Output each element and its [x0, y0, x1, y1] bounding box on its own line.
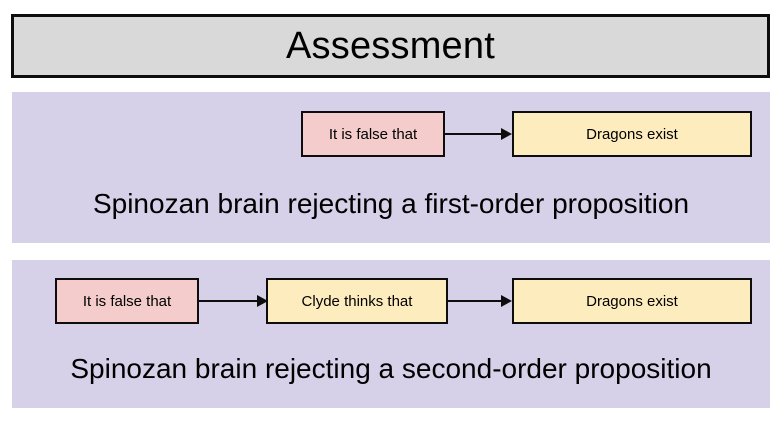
assessment-header-box: Assessment — [11, 14, 770, 78]
arrow-negation-to-belief-second-order — [199, 300, 266, 302]
panel-first-order: It is false that Dragons exist Spinozan … — [12, 92, 770, 243]
node-label: Dragons exist — [586, 125, 678, 143]
flow-first-order: It is false that Dragons exist — [12, 92, 770, 243]
node-label: It is false that — [82, 292, 172, 310]
arrow-belief-to-proposition-second-order — [448, 300, 510, 302]
node-label: Dragons exist — [586, 292, 678, 310]
page-title: Assessment — [286, 25, 495, 67]
caption-first-order: Spinozan brain rejecting a first-order p… — [92, 188, 690, 219]
node-belief-clyde-second-order[interactable]: Clyde thinks that — [266, 278, 448, 324]
node-negation-second-order[interactable]: It is false that — [55, 278, 199, 324]
node-proposition-dragons-second-order[interactable]: Dragons exist — [512, 278, 752, 324]
flow-second-order: It is false that Clyde thinks that Drago… — [12, 260, 770, 408]
node-label: It is false that — [328, 125, 418, 143]
panel-second-order: It is false that Clyde thinks that Drago… — [12, 260, 770, 408]
caption-second-order: Spinozan brain rejecting a second-order … — [70, 353, 712, 384]
node-label: Clyde thinks that — [301, 292, 413, 310]
node-proposition-dragons-first-order[interactable]: Dragons exist — [512, 111, 752, 157]
arrow-negation-to-proposition-first-order — [445, 133, 510, 135]
node-negation-first-order[interactable]: It is false that — [301, 111, 445, 157]
